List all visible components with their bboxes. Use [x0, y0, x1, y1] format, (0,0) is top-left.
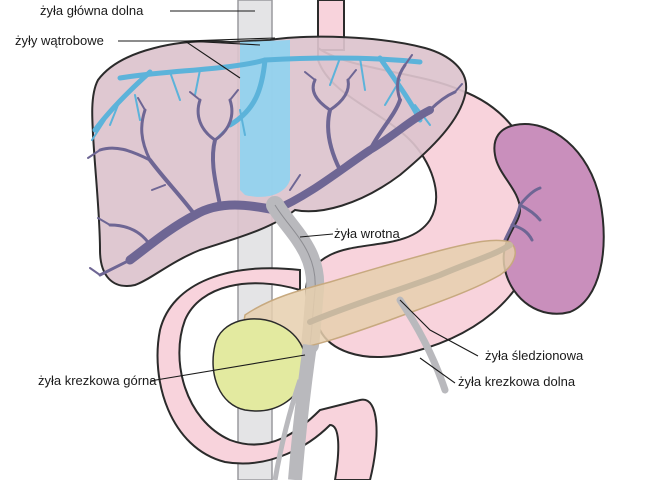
- leader-sup-mesenteric: [149, 354, 306, 382]
- leader-hepatic-3: [184, 37, 276, 42]
- leader-splenic: [399, 299, 479, 357]
- hepatic-vein-region: [240, 40, 290, 197]
- label-inferior-mesenteric-vein: żyła krezkowa dolna: [458, 374, 576, 389]
- superior-mesenteric-vein-branch: [272, 379, 303, 481]
- inferior-mesenteric-vein: [396, 296, 449, 394]
- splenic-vein: [307, 242, 513, 325]
- label-hepatic-veins: żyły wątrobowe: [15, 33, 104, 48]
- leader-lines: [118, 10, 479, 384]
- spleen: [493, 123, 605, 315]
- leader-hepatic-2: [184, 40, 261, 46]
- hepatic-vein-branches: [92, 55, 423, 133]
- label-superior-mesenteric-vein: żyła krezkowa górna: [38, 373, 157, 388]
- superior-mesenteric-vein: [288, 344, 317, 481]
- splenic-hilum-branches: [503, 186, 542, 242]
- label-splenic-vein: żyła śledzionowa: [485, 348, 584, 363]
- portal-vein-tree: [87, 54, 463, 277]
- leader-inf-mesenteric: [419, 357, 456, 384]
- label-portal-vein: żyła wrotna: [334, 226, 401, 241]
- leader-portal: [299, 233, 334, 238]
- label-inferior-vena-cava: żyła główna dolna: [40, 3, 144, 18]
